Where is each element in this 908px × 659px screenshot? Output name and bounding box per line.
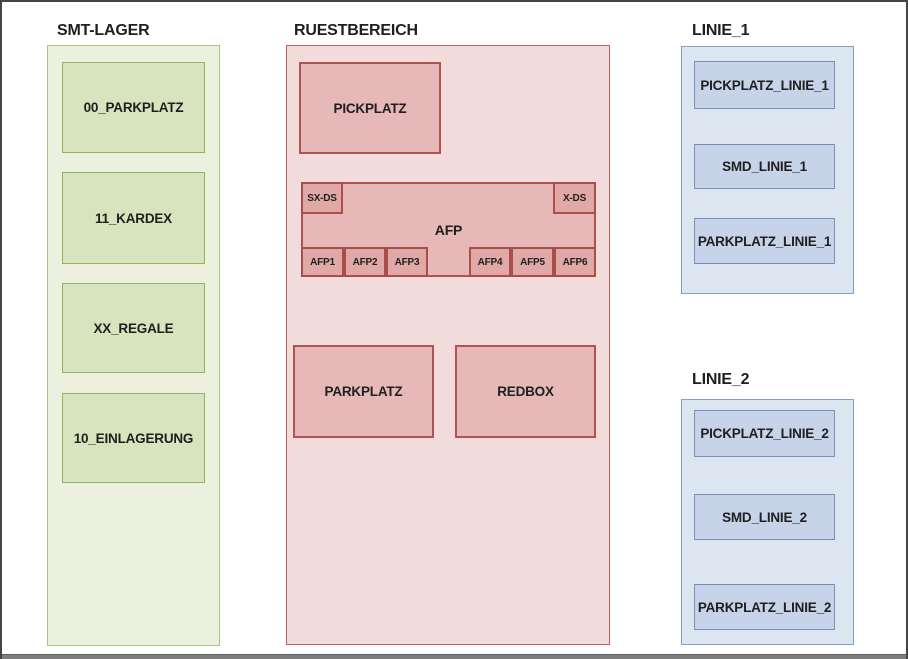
- afp-label: AFP: [434, 221, 463, 238]
- box-10-einlagerung: 10_EINLAGERUNG: [62, 393, 205, 483]
- bottom-edge-bar: [2, 654, 906, 659]
- box-00-parkplatz: 00_PARKPLATZ: [62, 62, 205, 153]
- linie-2-area: PICKPLATZ_LINIE_2 SMD_LINIE_2 PARKPLATZ_…: [681, 399, 854, 645]
- box-pickplatz: PICKPLATZ: [299, 62, 441, 154]
- slot-afp3: AFP3: [386, 247, 428, 277]
- smt-lager-area: 00_PARKPLATZ 11_KARDEX XX_REGALE 10_EINL…: [47, 45, 220, 646]
- box-pickplatz-linie-2: PICKPLATZ_LINIE_2: [694, 410, 835, 457]
- slot-afp2: AFP2: [344, 247, 386, 277]
- linie-2-title: LINIE_2: [692, 371, 750, 388]
- box-redbox: REDBOX: [455, 345, 596, 438]
- afp-area: AFP SX-DS X-DS AFP1 AFP2 AFP3 AFP4 AFP5 …: [301, 182, 596, 277]
- ruestbereich-area: PICKPLATZ AFP SX-DS X-DS AFP1 AFP2 AFP3 …: [286, 45, 610, 645]
- ruestbereich-title: RUESTBEREICH: [294, 22, 418, 39]
- smt-lager-title: SMT-LAGER: [57, 22, 150, 39]
- box-parkplatz-linie-1: PARKPLATZ_LINIE_1: [694, 218, 835, 264]
- slot-afp1: AFP1: [301, 247, 344, 277]
- box-pickplatz-linie-1: PICKPLATZ_LINIE_1: [694, 61, 835, 109]
- box-parkplatz-linie-2: PARKPLATZ_LINIE_2: [694, 584, 835, 630]
- slot-sx-ds: SX-DS: [301, 182, 343, 214]
- box-smd-linie-2: SMD_LINIE_2: [694, 494, 835, 540]
- slot-afp5: AFP5: [511, 247, 554, 277]
- slot-x-ds: X-DS: [553, 182, 596, 214]
- linie-1-title: LINIE_1: [692, 22, 750, 39]
- slot-afp4: AFP4: [469, 247, 511, 277]
- box-parkplatz: PARKPLATZ: [293, 345, 434, 438]
- box-smd-linie-1: SMD_LINIE_1: [694, 144, 835, 189]
- linie-1-area: PICKPLATZ_LINIE_1 SMD_LINIE_1 PARKPLATZ_…: [681, 46, 854, 294]
- box-11-kardex: 11_KARDEX: [62, 172, 205, 264]
- slot-afp6: AFP6: [554, 247, 596, 277]
- box-xx-regale: XX_REGALE: [62, 283, 205, 373]
